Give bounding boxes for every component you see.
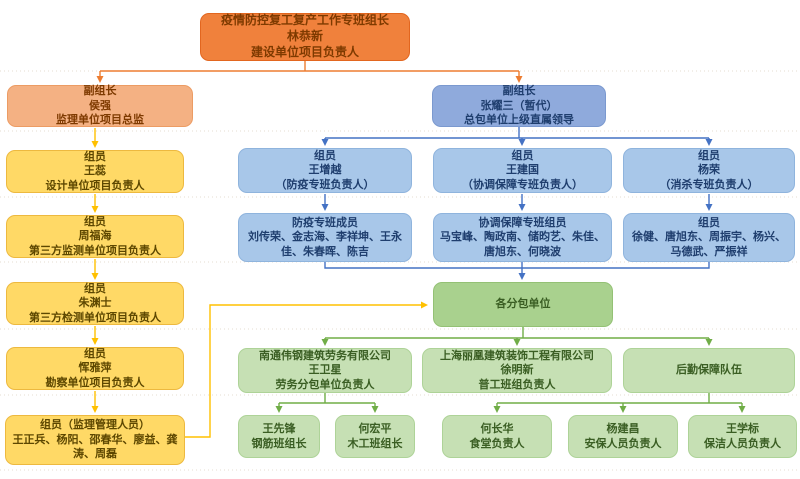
title-line: 安保人员负责人 <box>584 436 662 450</box>
node-member-testing: 组员 朱渊士 第三方检测单位项目负责人 <box>6 282 184 325</box>
role-line: 防疫专班成员 <box>292 215 358 229</box>
node-supervision-staff: 组员（监理管理人员） 王正兵、杨阳、邵春华、廖益、龚涛、周磊 <box>5 415 185 465</box>
role-line: 组员 <box>84 214 106 228</box>
title-line: 木工班组长 <box>347 436 403 450</box>
node-epidemic-lead: 组员 王增越 （防疫专班负责人） <box>238 148 412 193</box>
node-canteen-lead: 何长华 食堂负责人 <box>442 415 552 458</box>
role-line: 组员 <box>511 148 534 162</box>
role-line: 副组长 <box>502 84 536 98</box>
node-rebar-crew: 王先锋 钢筋班组长 <box>238 415 320 458</box>
node-carpentry-crew: 何宏平 木工班组长 <box>335 415 415 458</box>
node-epidemic-team: 防疫专班成员 刘传荣、金志海、李祥坤、王永佳、朱春晖、陈吉 <box>238 213 412 262</box>
name-line: 王蕊 <box>84 164 106 178</box>
name-line: 王正兵、杨阳、邵春华、廖益、龚涛、周磊 <box>12 432 178 461</box>
node-cleaning-lead: 王学标 保洁人员负责人 <box>688 415 797 458</box>
node-disinfection-team: 组员 徐健、唐旭东、周振宇、杨兴、马德武、严振祥 <box>623 213 795 262</box>
title-line: 钢筋班组长 <box>251 436 307 450</box>
name-line: 张耀三（暂代） <box>480 98 558 112</box>
role-line: 组员 <box>84 149 106 163</box>
title-line: 劳务分包单位负责人 <box>275 377 375 391</box>
name-line: 何宏平 <box>358 421 392 435</box>
name-line: 侯强 <box>89 98 111 112</box>
name-line: 徐明新 <box>500 363 534 377</box>
name-line: 周福海 <box>78 229 112 243</box>
title-line: 监理单位项目总监 <box>56 113 144 127</box>
title-line: 第三方监测单位项目负责人 <box>29 243 161 257</box>
name-line: 朱渊士 <box>78 296 112 310</box>
name-line: 杨荣 <box>698 163 720 177</box>
title-line: 勘察单位项目负责人 <box>45 375 145 389</box>
role-line: 疫情防控复工复产工作专班组长 <box>220 13 389 28</box>
node-labor-company: 南通伟钢建筑劳务有限公司 王卫星 劳务分包单位负责人 <box>238 348 412 393</box>
node-security-lead: 杨建昌 安保人员负责人 <box>568 415 678 458</box>
title-line: （防疫专班负责人） <box>275 177 375 191</box>
title-line: 第三方检测单位项目负责人 <box>29 310 161 324</box>
role-line: 南通伟钢建筑劳务有限公司 <box>259 348 391 362</box>
node-deputy-left: 副组长 侯强 监理单位项目总监 <box>7 84 193 127</box>
leader-connectors <box>96 61 523 83</box>
members-line: 徐健、唐旭东、周振宇、杨兴、马德武、严振祥 <box>632 230 786 258</box>
role-line: 组员 <box>84 281 106 295</box>
title-line: 设计单位项目负责人 <box>45 178 145 192</box>
node-decoration-company: 上海丽凰建筑装饰工程有限公司 徐明新 普工班组负责人 <box>422 348 612 393</box>
node-coordination-lead: 组员 王建国 （协调保障专班负责人） <box>433 148 612 193</box>
node-member-design: 组员 王蕊 设计单位项目负责人 <box>6 150 184 193</box>
role-line: 组员 <box>84 346 106 360</box>
name-line: 王增越 <box>308 163 342 177</box>
title-line: （协调保障专班负责人） <box>462 177 583 191</box>
members-line: 刘传荣、金志海、李祥坤、王永佳、朱春晖、陈吉 <box>248 230 402 258</box>
name-line: 王先锋 <box>262 421 296 435</box>
name-line: 王建国 <box>506 163 539 177</box>
role-line: 上海丽凰建筑装饰工程有限公司 <box>440 348 594 362</box>
name-line: 王卫星 <box>308 363 342 377</box>
name-line: 恽雅萍 <box>78 361 112 375</box>
node-leader: 疫情防控复工复产工作专班组长 林恭新 建设单位项目负责人 <box>200 13 410 61</box>
role-line: 组员 <box>314 148 336 162</box>
name-line: 何长华 <box>480 421 514 435</box>
role-line: 副组长 <box>83 84 117 98</box>
node-member-survey: 组员 恽雅萍 勘察单位项目负责人 <box>6 347 184 390</box>
name-line: 林恭新 <box>286 29 323 44</box>
title-line: 保洁人员负责人 <box>704 436 781 450</box>
role-line: 后勤保障队伍 <box>676 363 742 377</box>
members-line: 马宝峰、陶政南、储昀艺、朱佳、唐旭东、何晓波 <box>440 230 605 258</box>
node-disinfection-lead: 组员 杨荣 （消杀专班负责人） <box>623 148 795 193</box>
name-line: 王学标 <box>726 421 759 435</box>
node-deputy-right: 副组长 张耀三（暂代） 总包单位上级直属领导 <box>432 84 606 127</box>
name-line: 杨建昌 <box>606 421 640 435</box>
title-line: 普工班组负责人 <box>478 377 556 391</box>
dotted-grid-lines <box>0 70 800 471</box>
role-line: 协调保障专班组员 <box>478 215 567 229</box>
title-line: 总包单位上级直属领导 <box>464 113 574 127</box>
node-member-monitoring: 组员 周福海 第三方监测单位项目负责人 <box>6 215 184 258</box>
title-line: （消杀专班负责人） <box>659 177 759 191</box>
role-line: 组员 <box>698 215 720 229</box>
node-coordination-team: 协调保障专班组员 马宝峰、陶政南、储昀艺、朱佳、唐旭东、何晓波 <box>433 213 612 262</box>
role-line: 组员（监理管理人员） <box>40 418 150 432</box>
node-logistics-team: 后勤保障队伍 <box>623 348 795 393</box>
node-subcontractors-hub: 各分包单位 <box>433 282 613 327</box>
label-line: 各分包单位 <box>495 297 551 311</box>
title-line: 食堂负责人 <box>469 436 525 450</box>
role-line: 组员 <box>698 148 720 162</box>
title-line: 建设单位项目负责人 <box>250 44 359 59</box>
